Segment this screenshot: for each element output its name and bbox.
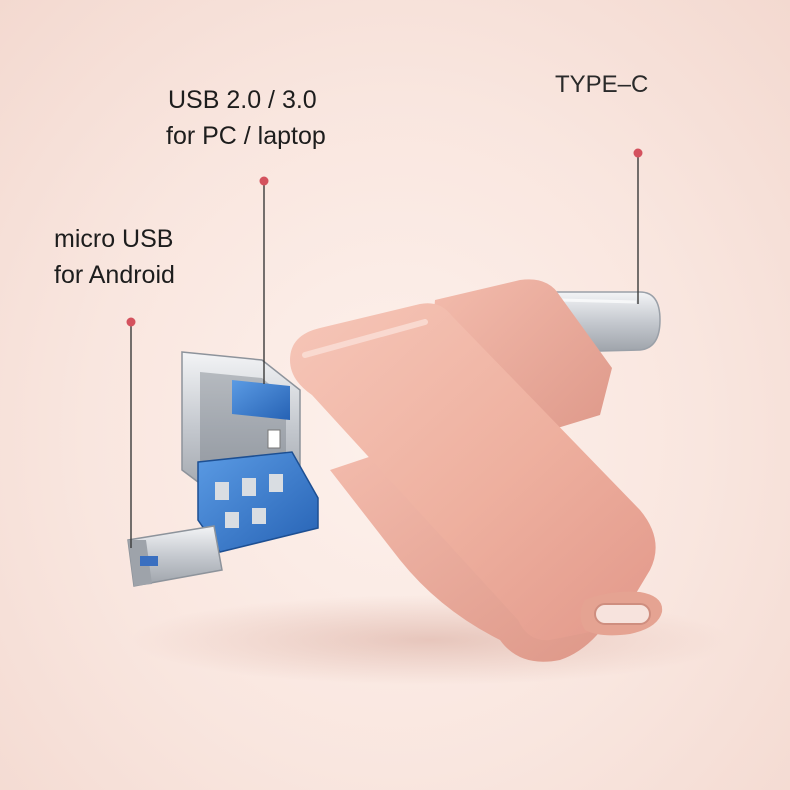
pointer-type-c	[633, 148, 643, 304]
lanyard-hole	[580, 591, 663, 636]
usb-usb-line2: for PC / laptop	[166, 122, 326, 150]
pointer-usb-a	[259, 176, 269, 384]
front-cover	[290, 303, 656, 641]
usb3-contact-block	[197, 451, 319, 553]
typec-label: TYPE–C	[555, 71, 649, 98]
pointer-micro-usb	[126, 317, 136, 548]
micro-usb-line2: for Android	[54, 261, 175, 289]
front-cover-highlight	[302, 319, 428, 358]
micro-usb-line1: micro USB	[54, 225, 174, 253]
micro-usb-connector	[127, 525, 223, 587]
usb-usb-line1: USB 2.0 / 3.0	[168, 86, 317, 114]
